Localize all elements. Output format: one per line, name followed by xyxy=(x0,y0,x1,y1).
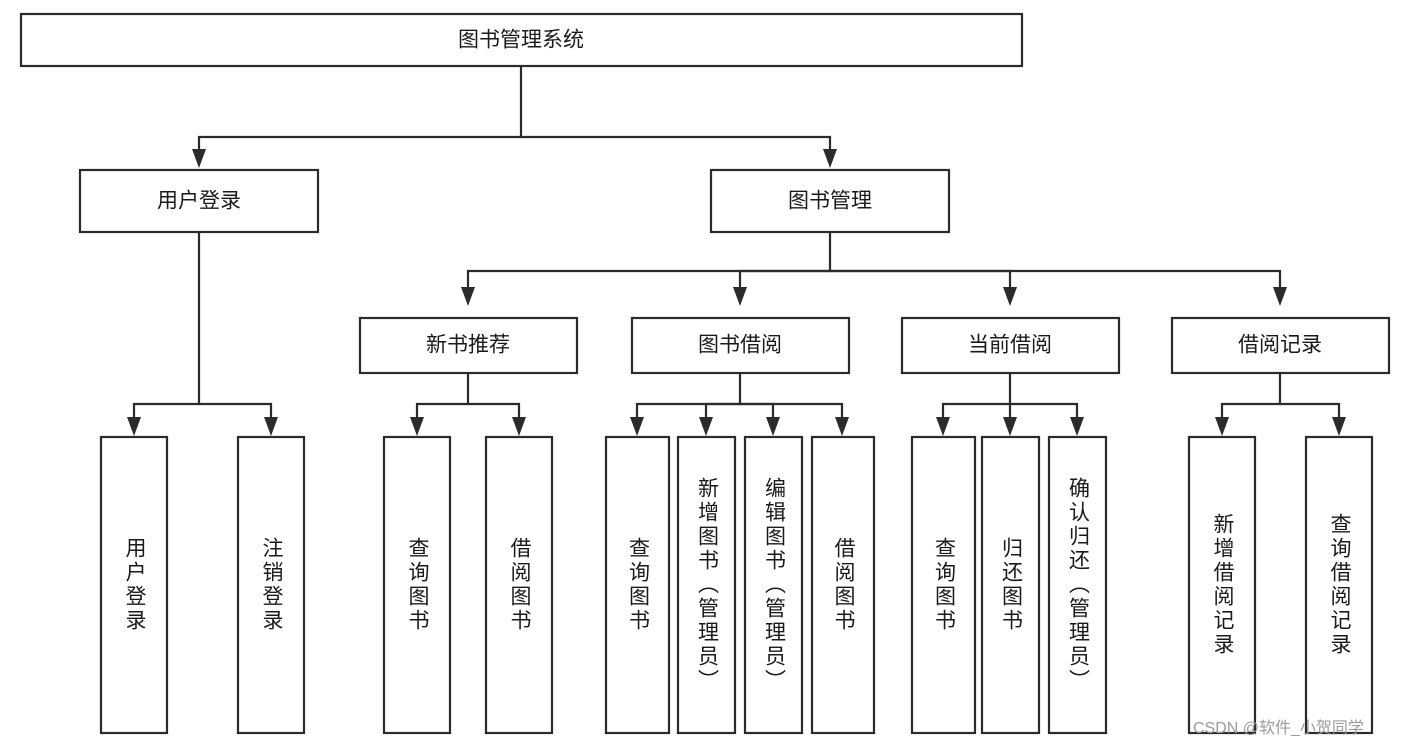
node-bookmgmt-label: 图书管理 xyxy=(788,190,872,213)
connector-records-to-leaf-query xyxy=(1280,402,1341,418)
arrowhead-newbook xyxy=(461,287,475,306)
connector-group-records-to-leaves xyxy=(1215,373,1346,436)
node-leaf-user-logout-box[interactable] xyxy=(236,435,306,735)
node-leaf-borrow-query-box[interactable] xyxy=(604,435,671,735)
node-borrow-label: 图书借阅 xyxy=(698,334,782,357)
connector-current-to-leaf-confirm xyxy=(1010,402,1079,418)
node-records-label: 借阅记录 xyxy=(1238,334,1322,357)
arrowhead-records xyxy=(1273,287,1287,306)
node-root-label: 图书管理系统 xyxy=(458,29,584,52)
arrowhead-leaf-records-query xyxy=(1332,417,1346,436)
arrowhead-login xyxy=(192,149,206,168)
connector-bookmgmt-to-records xyxy=(830,269,1282,288)
connector-group-newbook-to-leaves xyxy=(410,373,526,436)
node-records-box[interactable] xyxy=(1170,316,1391,375)
node-leaf-newbook-borrow-box[interactable] xyxy=(484,435,554,735)
node-current-box[interactable] xyxy=(900,316,1121,375)
arrowhead-leaf-current-query xyxy=(936,417,950,436)
connector-bookmgmt-to-current xyxy=(830,269,1012,288)
arrowhead-leaf-borrow-query xyxy=(630,417,644,436)
node-leaf-records-add-box[interactable] xyxy=(1187,435,1257,735)
node-login[interactable]: 用户登录 xyxy=(78,168,320,234)
node-leaf-user-login-box[interactable] xyxy=(99,435,169,735)
node-root-box[interactable] xyxy=(19,12,1024,68)
arrowhead-borrow xyxy=(733,287,747,306)
node-leaf-records-query-box[interactable] xyxy=(1304,435,1374,735)
connector-bookmgmt-to-borrow xyxy=(738,269,830,288)
node-login-label: 用户登录 xyxy=(157,190,241,213)
node-bookmgmt[interactable]: 图书管理 xyxy=(709,168,951,234)
connector-root-to-bookmgmt xyxy=(521,135,832,150)
arrowhead-leaf-borrow-lend xyxy=(835,417,849,436)
connector-borrow-to-leaf-add xyxy=(704,402,740,418)
connector-group-borrow-to-leaves xyxy=(630,373,849,436)
connector-root-to-login xyxy=(197,66,523,150)
connector-borrow-to-leaf-edit xyxy=(740,402,775,418)
node-root[interactable]: 图书管理系统 xyxy=(19,12,1024,68)
arrowhead-current xyxy=(1003,287,1017,306)
arrowhead-leaf-user-logout xyxy=(264,417,278,436)
connector-login-to-leaf-user-login xyxy=(132,232,201,418)
node-newbook[interactable]: 新书推荐 xyxy=(358,316,579,375)
connector-current-to-leaf-query xyxy=(941,373,1012,418)
arrowhead-leaf-user-login xyxy=(127,417,141,436)
arrowhead-leaf-newbook-query xyxy=(410,417,424,436)
node-newbook-box[interactable] xyxy=(358,316,579,375)
arrowhead-leaf-newbook-borrow xyxy=(512,417,526,436)
arrowhead-leaf-borrow-add xyxy=(699,417,713,436)
csdn-watermark: CSDN @软件_小贺同学 xyxy=(1193,720,1364,737)
connector-group-root-to-level1 xyxy=(192,66,837,168)
connector-records-to-leaf-add xyxy=(1220,373,1282,418)
node-leaf-newbook-query-box[interactable] xyxy=(382,435,452,735)
node-bookmgmt-box[interactable] xyxy=(709,168,951,234)
node-leaf-current-query-box[interactable] xyxy=(910,435,977,735)
node-newbook-label: 新书推荐 xyxy=(426,334,510,357)
connector-newbook-to-leaf-borrow xyxy=(468,402,521,418)
node-current[interactable]: 当前借阅 xyxy=(900,316,1121,375)
node-leaf-current-return-box[interactable] xyxy=(980,435,1041,735)
connector-newbook-to-leaf-query xyxy=(415,373,470,418)
connector-borrow-to-leaf-lend xyxy=(740,402,844,418)
node-leaf-borrow-edit-box[interactable] xyxy=(743,435,804,735)
arrowhead-leaf-borrow-edit xyxy=(766,417,780,436)
arrowhead-leaf-current-return xyxy=(1003,417,1017,436)
connector-group-current-to-leaves xyxy=(936,373,1084,436)
arrowhead-bookmgmt xyxy=(823,149,837,168)
node-leaf-borrow-add-box[interactable] xyxy=(676,435,737,735)
arrowhead-leaf-current-confirm xyxy=(1070,417,1084,436)
node-leaf-borrow-lend-box[interactable] xyxy=(810,435,876,735)
connector-borrow-to-leaf-query xyxy=(635,373,742,418)
node-leaf-current-confirm-box[interactable] xyxy=(1047,435,1108,735)
connector-group-login-to-leaves xyxy=(127,232,278,436)
node-records[interactable]: 借阅记录 xyxy=(1170,316,1391,375)
node-current-label: 当前借阅 xyxy=(968,334,1052,357)
node-login-box[interactable] xyxy=(78,168,320,234)
connector-group-bookmgmt-to-level2 xyxy=(461,232,1287,306)
connector-login-to-leaf-user-logout xyxy=(199,402,273,418)
node-borrow[interactable]: 图书借阅 xyxy=(630,316,851,375)
connector-bookmgmt-to-newbook xyxy=(466,232,832,288)
node-borrow-box[interactable] xyxy=(630,316,851,375)
arrowhead-leaf-records-add xyxy=(1215,417,1229,436)
